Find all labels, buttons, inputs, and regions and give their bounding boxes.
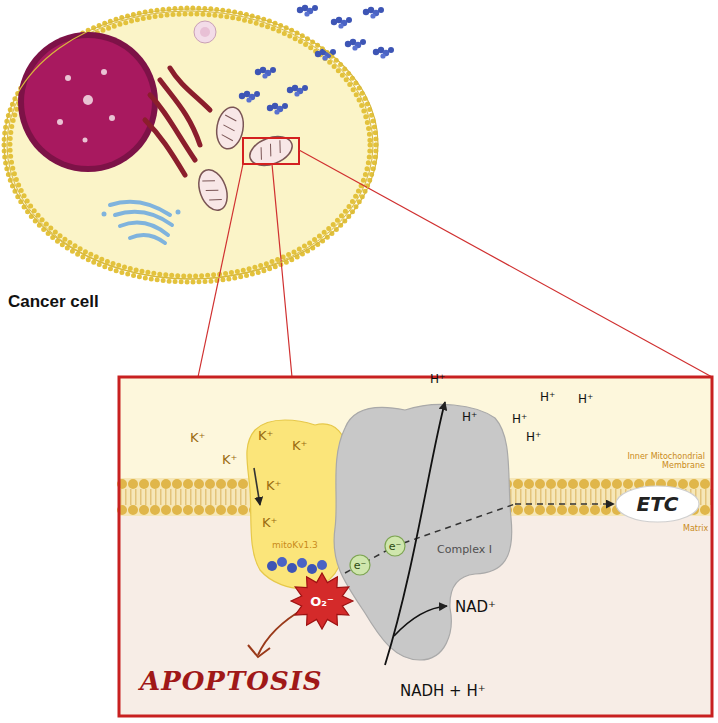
matrix-label: Matrix <box>683 524 708 533</box>
node-text: e⁻ <box>389 540 402 553</box>
drug-molecule <box>267 561 277 571</box>
node-text: ETC <box>637 492 679 516</box>
complex-i: Complex I <box>325 398 515 663</box>
ion-label: K⁺ <box>258 428 273 443</box>
cancer-cell-outline <box>4 9 378 279</box>
electron-path <box>345 504 515 573</box>
electron: e⁻ <box>349 554 371 576</box>
drug-molecule <box>317 560 327 570</box>
endoplasmic-reticulum <box>145 68 210 175</box>
electron-outline <box>385 536 405 556</box>
electron-outline <box>350 555 370 575</box>
electron-transfer-arrow <box>515 503 614 505</box>
substrate-label: NADH + H⁺ <box>400 682 486 700</box>
ion-label: K⁺ <box>292 438 307 453</box>
channel-label: mitoKv1.3 <box>272 540 318 550</box>
mitokv-channel-outline <box>247 420 346 589</box>
drug-molecule <box>307 564 317 574</box>
ion-label: K⁺ <box>222 452 237 467</box>
node-text: e⁻ <box>354 559 367 572</box>
proton-label: H⁺ <box>430 372 445 386</box>
zoom-lines <box>198 150 712 377</box>
cancer-cell-shape <box>3 8 379 280</box>
product-label: NAD⁺ <box>455 598 496 616</box>
complex-i-outline <box>334 404 512 660</box>
ion-label: K⁺ <box>190 430 205 445</box>
zoom-marker <box>243 138 299 164</box>
flow-arrow <box>385 402 445 665</box>
nucleus <box>18 32 158 172</box>
complex-i-shape <box>325 398 515 663</box>
proton-label: H⁺ <box>578 392 593 406</box>
electron: e⁻ <box>384 535 406 557</box>
proton-label: H⁺ <box>540 390 555 404</box>
flow-arrow <box>394 606 447 636</box>
cell-caption: Cancer cell <box>8 292 99 312</box>
superoxide-burst: O₂⁻ <box>290 572 354 630</box>
etc-ellipse-outline <box>616 486 699 522</box>
mitochondria <box>194 105 297 214</box>
ion-label: K⁺ <box>266 478 281 493</box>
cancer-cell: Cancer cell <box>3 8 379 280</box>
drug-molecule <box>287 563 297 573</box>
golgi <box>102 202 181 243</box>
drug-molecules <box>239 5 394 115</box>
ion-label: K⁺ <box>262 515 277 530</box>
flow-arrow <box>254 468 260 505</box>
superoxide-burst-outline <box>291 573 353 629</box>
node-text: O₂⁻ <box>310 594 334 609</box>
vesicle <box>194 21 216 43</box>
outcome-label: APOPTOSIS <box>140 666 323 696</box>
etc-ellipse: ETC <box>615 485 700 523</box>
drug-molecule <box>277 557 287 567</box>
drug-molecule <box>297 558 307 568</box>
zoom-panel <box>119 377 712 716</box>
proton-label: H⁺ <box>462 410 477 424</box>
complex-label: Complex I <box>437 543 492 556</box>
proton-label: H⁺ <box>512 412 527 426</box>
proton-label: H⁺ <box>526 430 541 444</box>
membrane-label: Inner Mitochondrial Membrane <box>585 452 705 470</box>
